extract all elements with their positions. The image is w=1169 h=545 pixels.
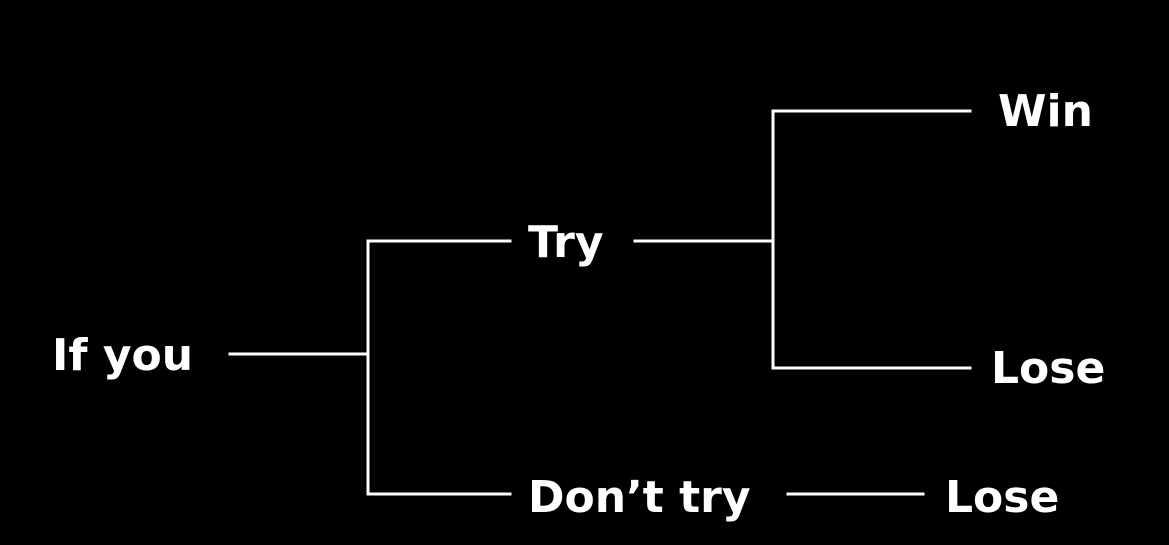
node-win: Win xyxy=(998,86,1093,137)
node-lose-after-try: Lose xyxy=(991,343,1106,394)
node-lose-after-dont-try: Lose xyxy=(945,472,1060,523)
node-dont-try: Don’t try xyxy=(528,472,751,523)
node-if-you: If you xyxy=(52,330,194,381)
node-try: Try xyxy=(528,217,604,268)
